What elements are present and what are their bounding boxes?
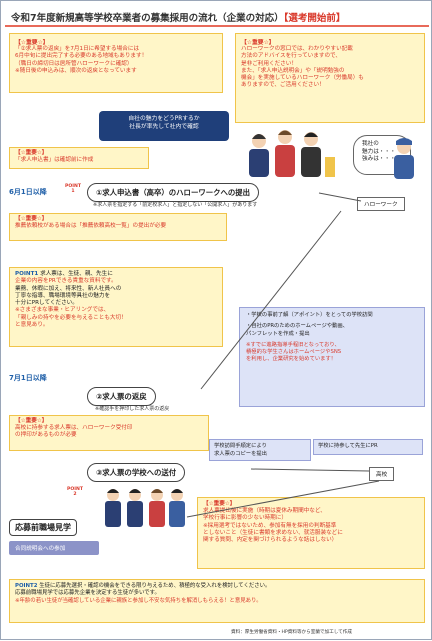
point2-marker: POINT 2 (67, 487, 83, 498)
notice-application-form: 【☆重要☆】 「求人申込書」は確認前に作成 (9, 147, 149, 169)
school-copy-box: 学校訪問手順定により 求人票のコピーを提出 (209, 439, 311, 461)
notice-visit-rules: 【☆重要☆】 求人票提出後に実施（時期は夏休み期間中など、 学校行事に影響の少な… (197, 497, 425, 569)
title-tag: 【選考開始前】 (283, 13, 346, 24)
source-note: 資料：厚生労働省資料・HP資料等から室蘭で加工して作成 (231, 630, 352, 635)
step1-submit-application: ①求人申込書（高卒）のハローワークへの提出 (87, 183, 260, 202)
worker-icon (394, 138, 414, 179)
notice-return-schedule: 【☆重要☆】 「②求人票の返戻」を7月1日に希望する場合には 6月中旬に提出完了… (9, 33, 223, 93)
point1-box: POINT1 求人票は、生徒、親、先生に 企業の内容をPRできる貴重な資料です。… (9, 267, 223, 347)
speech-company-pr: 自社の魅力をどうPRするか 社長が率先して社内で確認 (99, 111, 229, 141)
notice-stamp-required: 【☆重要☆】 高校に持参する求人票は、ハローワーク受付印 の押印があるものが必要 (9, 415, 209, 451)
students-illustration (105, 489, 185, 527)
joint-briefing-label: 合同説明会への参加 (9, 541, 99, 555)
step2-return-form: ②求人票の返戻 (87, 387, 156, 406)
page-title: 令和7年度新規高等学校卒業者の募集採用の流れ（企業の対応）【選考開始前】 (5, 5, 429, 27)
connector-school (250, 468, 370, 472)
school-visit-box: ・学校の事前了解（アポイント）をとっての学校訪問 ・自社のPRのためのホームペー… (239, 307, 425, 407)
high-school-label: 高校 (369, 467, 395, 481)
school-pr-box: 学校に持参して先生にPR (313, 439, 423, 455)
connector-hellowork (318, 192, 362, 202)
workplace-visit-label: 応募前職場見学 (9, 519, 77, 536)
notice-hellowork-advice: 【☆重要☆】 ハローワークの窓口では、わかりやすい記載 方法のアドバイスを行って… (235, 33, 425, 123)
date-june-1: 6月1日以降 (9, 188, 47, 196)
step3-send-to-school: ③求人票の学校への送付 (87, 463, 186, 482)
hellowork-label: ハローワーク (357, 197, 405, 211)
step2-note: ※確認手を押印した求人票の返戻 (95, 406, 170, 412)
meeting-people-illustration (249, 130, 335, 177)
notice-recommendation-list: 【☆重要☆】 推薦依頼校がある場合は「推薦依頼高校一覧」の提出が必要 (9, 213, 227, 241)
step1-note: ※求人票を指定する「前定校求人」と指定しない「公開求人」があります (93, 202, 258, 208)
point1-marker: POINT 1 (65, 184, 81, 195)
date-july-1: 7月1日以降 (9, 374, 47, 382)
point2-box: POINT2 生徒に応募先選択・確認の機会をできる限り与えるため、積極的な受入れ… (9, 579, 425, 623)
